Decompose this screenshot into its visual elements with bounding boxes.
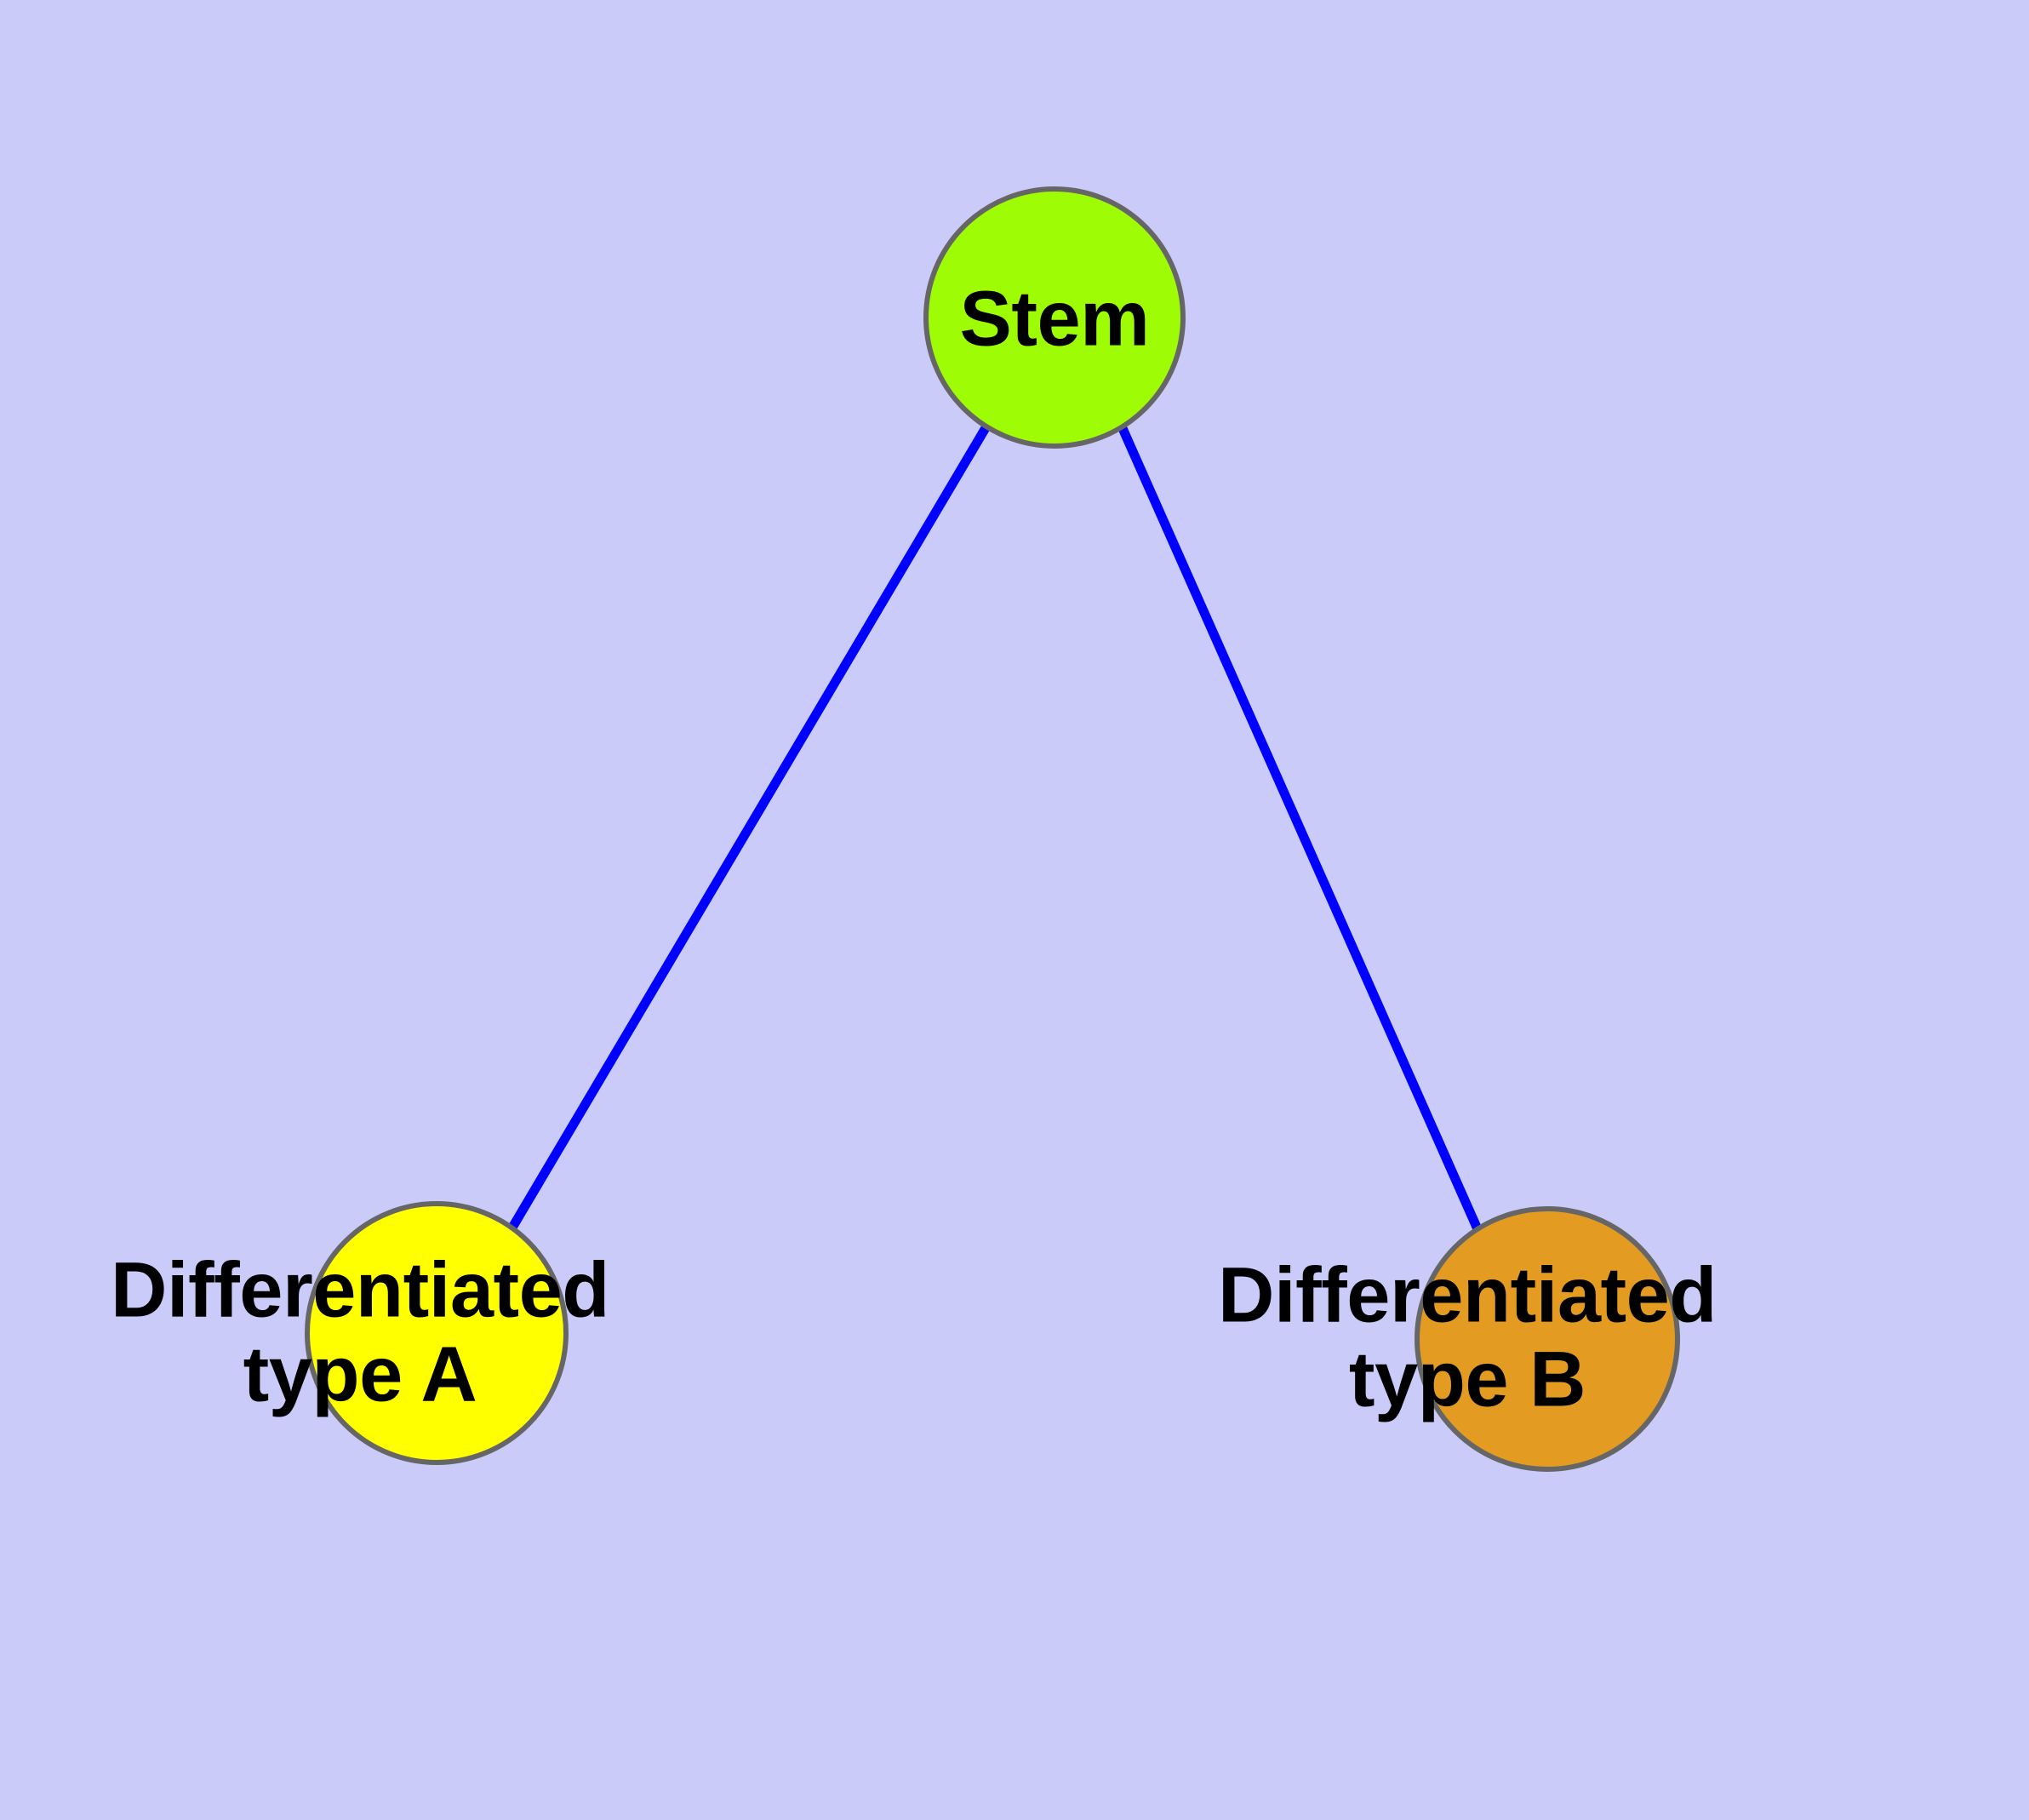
edge-stem-to-diff-a[interactable] <box>508 424 991 1230</box>
node-diff-a[interactable] <box>305 1201 569 1465</box>
node-layer <box>305 186 1680 1472</box>
node-stem[interactable] <box>923 186 1186 449</box>
edge-stem-to-diff-b[interactable] <box>1117 424 1483 1233</box>
node-diff-b[interactable] <box>1415 1206 1680 1472</box>
edge-layer <box>508 424 1483 1233</box>
